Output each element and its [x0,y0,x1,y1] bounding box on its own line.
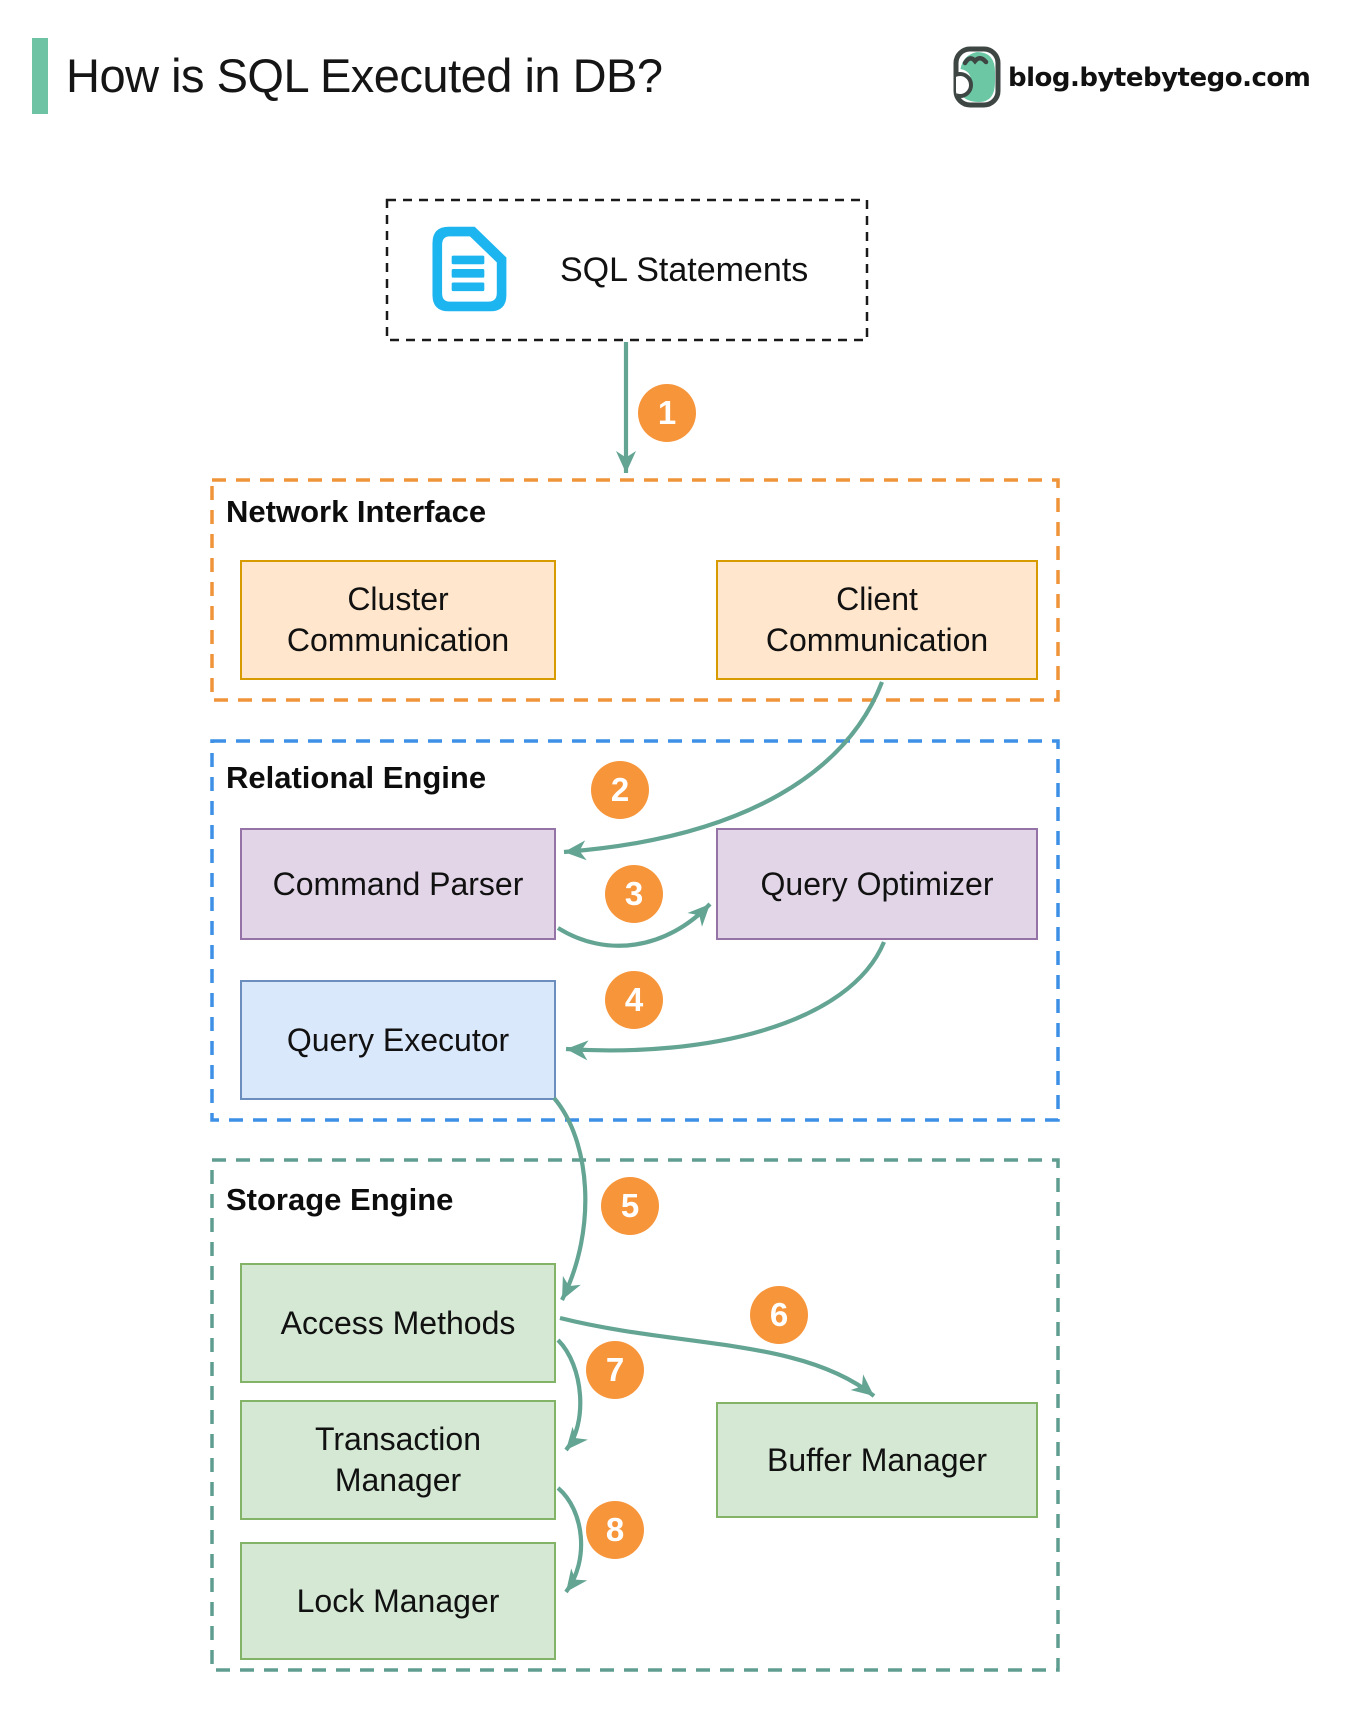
sql-statements-box: SQL Statements [387,200,867,340]
section-label-relational-engine: Relational Engine [226,760,487,795]
step-badge-7: 7 [586,1341,644,1399]
box-transaction-manager: Transaction Manager [240,1400,556,1520]
section-label-storage-engine: Storage Engine [226,1182,454,1217]
box-command-parser: Command Parser [240,828,556,940]
box-cluster-communication: Cluster Communication [240,560,556,680]
step-badge-3: 3 [605,865,663,923]
step-badge-4: 4 [605,971,663,1029]
step-badge-8: 8 [586,1501,644,1559]
arrow-step-7 [556,1338,588,1452]
sql-statements-label: SQL Statements [560,250,809,289]
bytebytego-logo-icon [953,46,1001,108]
box-buffer-manager: Buffer Manager [716,1402,1038,1518]
step-badge-6: 6 [750,1286,808,1344]
box-query-executor: Query Executor [240,980,556,1100]
page-title: How is SQL Executed in DB? [66,49,663,102]
section-label-network-interface: Network Interface [226,494,487,529]
arrow-step-5 [552,1096,588,1301]
box-access-methods: Access Methods [240,1263,556,1383]
box-query-optimizer: Query Optimizer [716,828,1038,940]
site-label: blog.bytebytego.com [1008,63,1311,93]
box-lock-manager: Lock Manager [240,1542,556,1660]
step-badge-2: 2 [591,761,649,819]
step-badge-5: 5 [601,1177,659,1235]
document-icon [432,226,507,312]
step-badge-1: 1 [638,384,696,442]
box-client-communication: Client Communication [716,560,1038,680]
arrow-step-8 [556,1486,588,1594]
title-accent-bar [32,38,48,114]
